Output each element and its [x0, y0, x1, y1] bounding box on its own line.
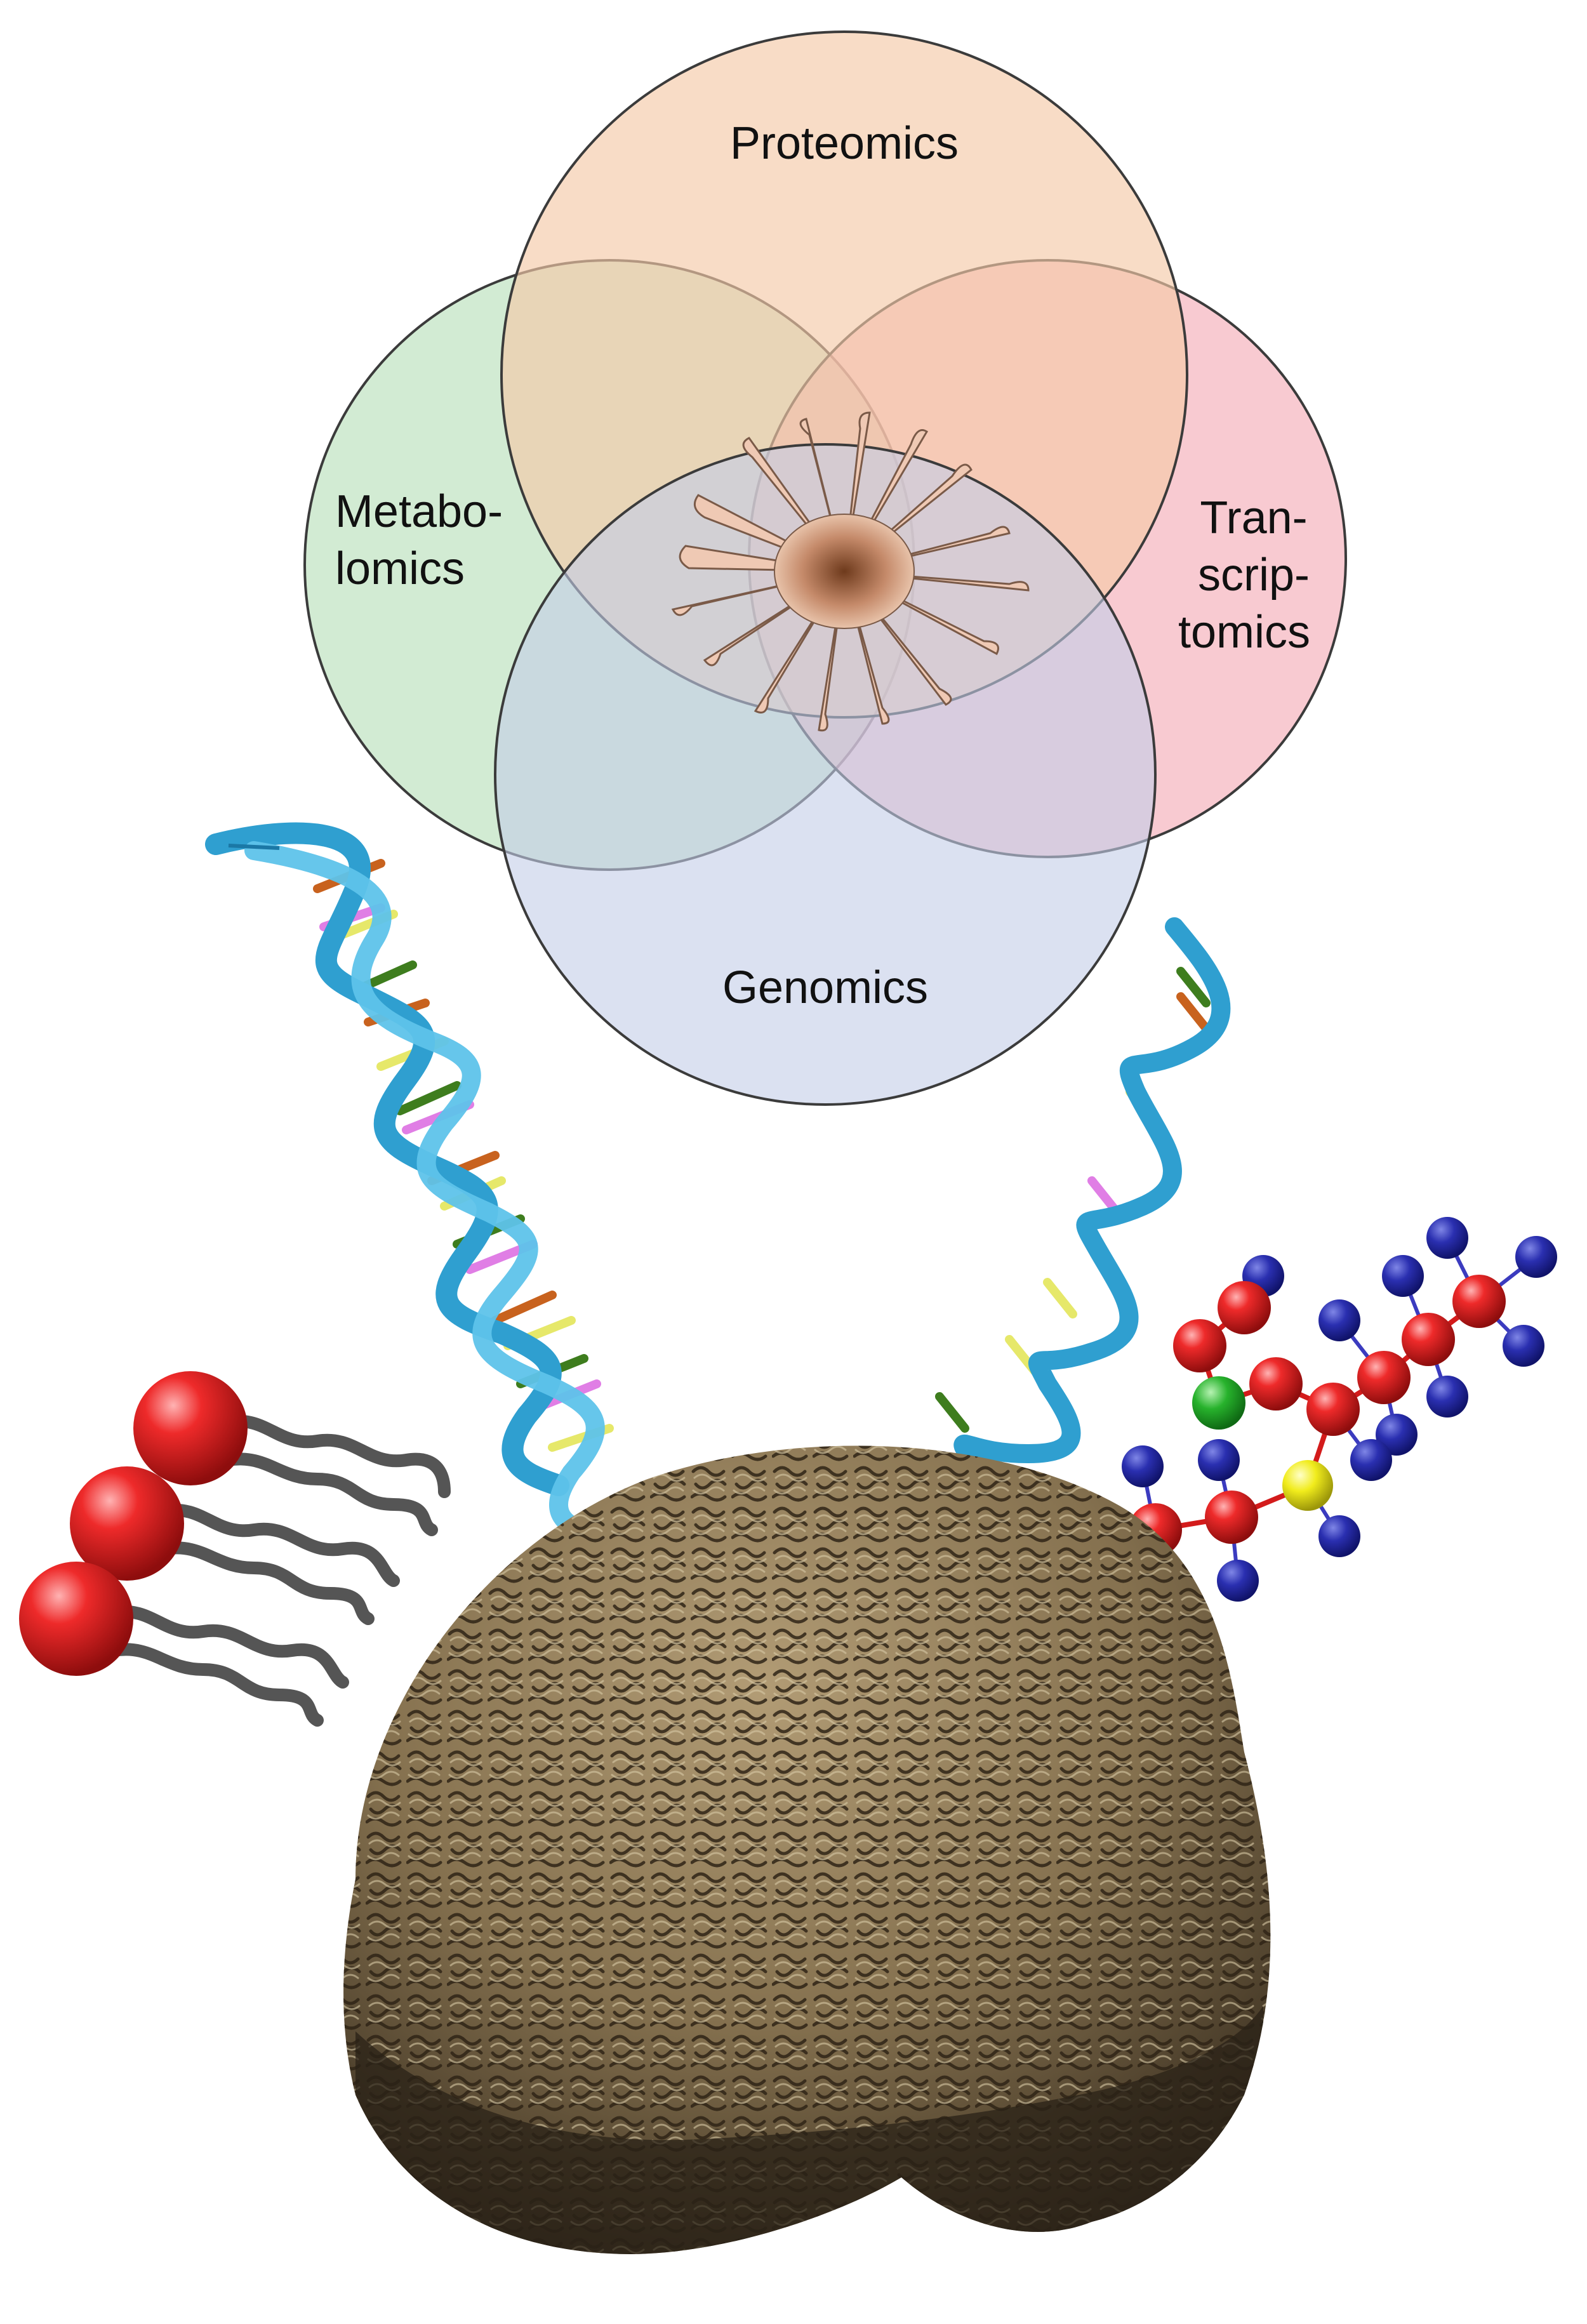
sea-anemone-polyp-illustration — [671, 411, 1030, 732]
proteomics-label: Proteomics — [730, 118, 959, 169]
transcriptomics-label-line2: scrip- — [1198, 550, 1310, 601]
venn-diagram: Proteomics Metabo- lomics Tran- scrip- t… — [303, 30, 1347, 1106]
phospholipid-head-2 — [70, 1466, 184, 1581]
double-strand-dna-helix — [205, 822, 619, 1546]
genomics-circle — [494, 443, 1157, 1106]
genomics-label: Genomics — [722, 962, 928, 1013]
metabolomics-label-line1: Metabo- — [335, 486, 503, 537]
phospholipid-head-1 — [133, 1371, 248, 1485]
brain-coral-photo — [343, 1445, 1271, 2254]
phospholipid-head-3 — [19, 1562, 133, 1676]
phospholipid-molecules — [19, 1371, 451, 1727]
metabolomics-label-line2: lomics — [335, 543, 465, 594]
transcriptomics-label-line3: tomics — [1178, 607, 1310, 658]
transcriptomics-label-line1: Tran- — [1200, 493, 1307, 543]
